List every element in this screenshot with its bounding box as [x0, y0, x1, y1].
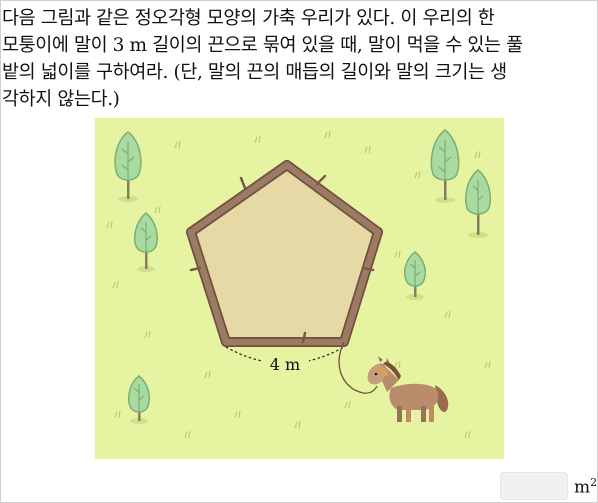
pen-area [191, 165, 378, 342]
tree [403, 251, 427, 300]
question-line: 각하지 않는다.) [2, 89, 120, 110]
horse [367, 356, 449, 422]
tree [114, 131, 142, 202]
question-text: 다음 그림과 같은 정오각형 모양의 가축 우리가 있다. 이 우리의 한 모퉁… [2, 5, 594, 113]
tree [127, 375, 151, 424]
rope [338, 341, 378, 394]
unit-exponent: 2 [590, 476, 598, 489]
question-line: 모퉁이에 말이 3 m 길이의 끈으로 묶여 있을 때, 말이 먹을 수 있는 … [2, 35, 523, 56]
question-line: 다음 그림과 같은 정오각형 모양의 가축 우리가 있다. 이 우리의 한 [2, 8, 495, 29]
tree [134, 212, 158, 272]
unit-base: m [574, 477, 591, 498]
tree [465, 169, 491, 238]
pen-fence [186, 160, 383, 347]
tree [430, 129, 460, 203]
answer-unit: m2 [574, 476, 597, 498]
pen-illustration: 4 m [95, 118, 504, 459]
answer-input[interactable] [500, 472, 568, 500]
question-line: 밭의 넓이를 구하여라. (단, 말의 끈의 매듭의 길이와 말의 크기는 생 [2, 62, 507, 83]
side-length-label: 4 m [270, 355, 300, 374]
